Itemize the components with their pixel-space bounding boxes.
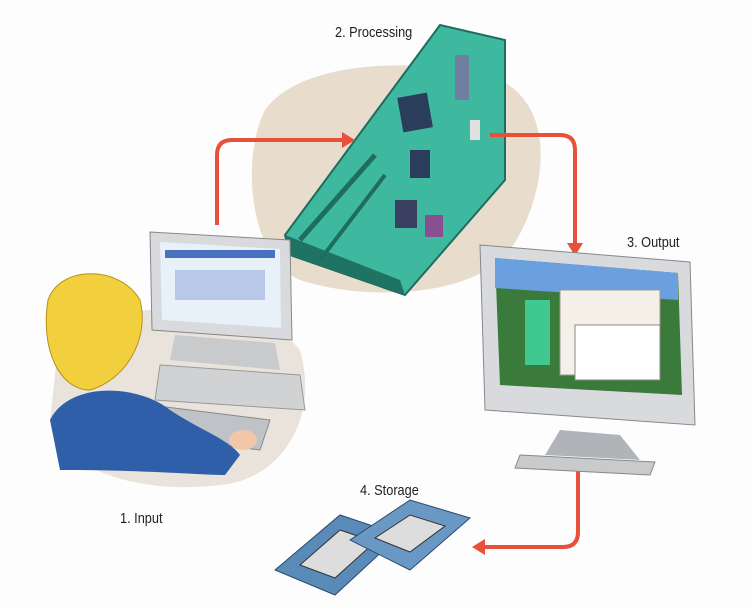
circuit-board-icon [283,23,506,297]
arrow-output-to-storage [482,470,580,549]
arrow-input-to-processing [215,138,345,225]
arrow-processing-to-output [490,133,577,245]
arrowhead-icon [342,132,355,148]
input-computer-icon [144,231,306,451]
step-label-input: 1. Input [120,510,163,527]
flow-arrows [215,133,580,549]
storage-disk-icon [274,499,472,596]
step-label-processing: 2. Processing [335,24,413,41]
step-label-output: 3. Output [627,234,680,251]
output-monitor-icon [479,244,696,476]
arrowhead-icon [472,539,485,555]
step-label-storage: 4. Storage [360,482,419,499]
user-person-icon [45,273,257,475]
arrowhead-icon [567,243,583,256]
